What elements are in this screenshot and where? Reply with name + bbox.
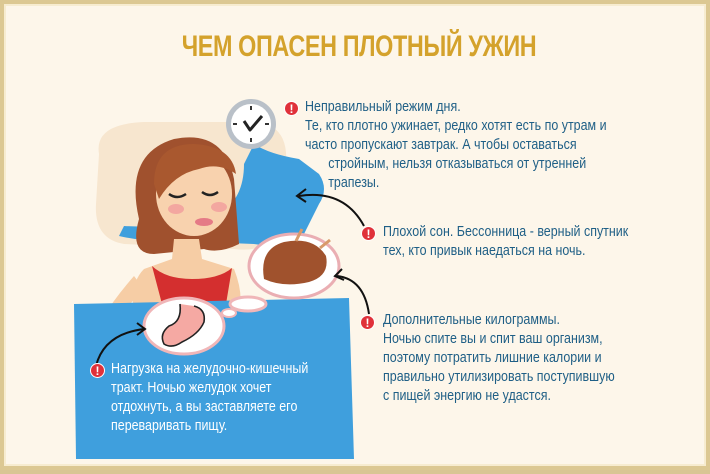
stomach-icon — [142, 296, 226, 356]
point-daily-routine: Неправильный режим дня. Те, кто плотно у… — [305, 98, 607, 193]
point-line: правильно утилизировать поступившую — [383, 369, 615, 385]
point-line: с пищей энергию не удастся. — [383, 388, 551, 404]
point-heading: Нагрузка на желудочно-кишечный — [111, 361, 309, 377]
roast-chicken-icon — [247, 228, 341, 300]
warning-icon: ! — [361, 226, 376, 241]
point-heading: Плохой сон. Бессонница - верный спутник — [383, 224, 629, 240]
point-line: переваривать пищу. — [111, 418, 228, 434]
point-line: отдохнуть, а вы заставляете его — [111, 399, 298, 415]
warning-icon: ! — [284, 101, 299, 116]
point-line: тракт. Ночью желудок хочет — [111, 380, 272, 396]
point-line: поэтому потратить лишние калории и — [383, 350, 602, 366]
point-extra-weight: Дополнительные килограммы. Ночью спите в… — [383, 311, 615, 406]
point-line: стройным, нельзя отказываться от утренне… — [328, 156, 587, 172]
point-heading: Неправильный режим дня. — [305, 99, 461, 115]
clock-icon — [226, 99, 276, 149]
page-title: ЧЕМ ОПАСЕН ПЛОТНЫЙ УЖИН — [181, 30, 537, 63]
point-digestive-load: Нагрузка на желудочно-кишечный тракт. Но… — [111, 360, 308, 436]
point-heading: Дополнительные килограммы. — [383, 312, 560, 328]
point-bad-sleep: Плохой сон. Бессонница - верный спутник … — [383, 223, 628, 261]
warning-icon: ! — [360, 315, 375, 330]
point-line: Те, кто плотно ужинает, редко хотят есть… — [305, 118, 607, 134]
sleeping-woman-illustration — [74, 99, 370, 459]
point-line: часто пропускают завтрак. А чтобы остава… — [305, 137, 577, 153]
point-line: тех, кто привык наедаться на ночь. — [383, 243, 586, 259]
point-line: трапезы. — [328, 175, 380, 191]
warning-icon: ! — [90, 363, 105, 378]
arrow-icon — [95, 188, 370, 367]
point-line: Ночью спите вы и спит ваш организм, — [383, 331, 603, 347]
